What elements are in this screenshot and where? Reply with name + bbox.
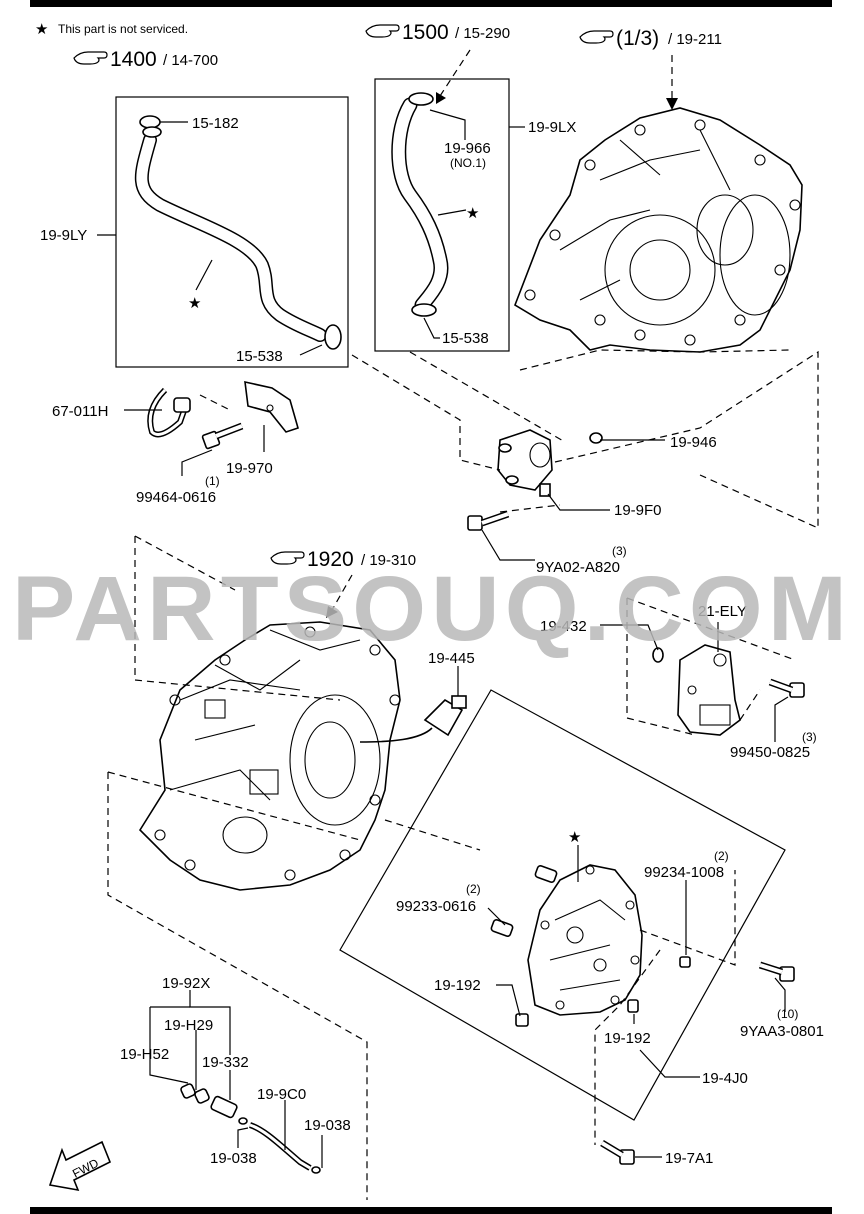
hose-19-9lx[interactable] bbox=[391, 92, 449, 317]
label-99233-qty: (2) bbox=[466, 882, 481, 896]
bottom-border bbox=[30, 1207, 832, 1214]
star-icon: ★ bbox=[188, 295, 201, 312]
label-19-9c0[interactable]: 19-9C0 bbox=[257, 1086, 306, 1103]
label-9ya02-a820[interactable]: 9YA02-A820 bbox=[536, 559, 620, 576]
ref-1400[interactable]: 1400 / 14-700 bbox=[73, 48, 218, 71]
o-ring-19-946[interactable] bbox=[589, 432, 603, 444]
ref-1500-main: 1500 bbox=[402, 21, 449, 44]
plug-19-192-left[interactable] bbox=[515, 1013, 529, 1027]
legend-text: This part is not serviced. bbox=[58, 22, 188, 36]
label-19-432[interactable]: 19-432 bbox=[540, 618, 587, 635]
bolt-9ya02-a820[interactable] bbox=[467, 510, 510, 531]
ref-1500[interactable]: 1500 / 15-290 bbox=[365, 21, 510, 44]
o-ring-19-432[interactable] bbox=[652, 647, 664, 663]
label-9ya02-qty: (3) bbox=[612, 544, 627, 558]
pointing-hand-icon bbox=[579, 30, 614, 44]
ref-1-3-sub: / 19-211 bbox=[668, 31, 722, 48]
plug-99234-1008[interactable] bbox=[679, 956, 691, 968]
filter-assembly-19-92x[interactable] bbox=[180, 1083, 321, 1174]
clip-67-011h[interactable] bbox=[147, 387, 191, 438]
label-67-011h[interactable]: 67-011H bbox=[52, 403, 108, 420]
label-99450-0825[interactable]: 99450-0825 bbox=[730, 744, 810, 761]
label-15-538-a[interactable]: 15-538 bbox=[236, 348, 283, 365]
bolt-19-7a1[interactable] bbox=[600, 1139, 635, 1165]
ref-1-3-main: (1/3) bbox=[616, 27, 659, 50]
ref-1920-sub: / 19-310 bbox=[361, 552, 416, 569]
group-box-19-9lx bbox=[374, 78, 510, 352]
label-19-9lx[interactable]: 19-9LX bbox=[528, 119, 576, 136]
label-19-332[interactable]: 19-332 bbox=[202, 1054, 249, 1071]
bolt-99450-0825[interactable] bbox=[768, 678, 805, 698]
fwd-arrow-icon: FWD bbox=[48, 1140, 112, 1192]
label-19-038-a[interactable]: 19-038 bbox=[304, 1117, 351, 1134]
star-icon: ★ bbox=[35, 21, 48, 38]
dowel-pin-99233-0616[interactable] bbox=[490, 864, 558, 938]
side-cover-19-4j0[interactable] bbox=[527, 864, 643, 1016]
solenoid-21-ely[interactable] bbox=[677, 644, 741, 736]
label-19-9f0[interactable]: 19-9F0 bbox=[614, 502, 662, 519]
label-99450-qty: (3) bbox=[802, 730, 817, 744]
pointing-hand-icon bbox=[73, 51, 108, 65]
ref-1500-sub: / 15-290 bbox=[455, 25, 510, 42]
ref-1400-main: 1400 bbox=[110, 48, 157, 71]
label-21-ely[interactable]: 21-ELY bbox=[698, 603, 747, 620]
label-99233-0616[interactable]: 99233-0616 bbox=[396, 898, 476, 915]
label-19-946[interactable]: 19-946 bbox=[670, 434, 717, 451]
group-box-19-4j0 bbox=[339, 689, 786, 1121]
pointing-hand-icon bbox=[365, 24, 400, 38]
label-19-92x[interactable]: 19-92X bbox=[162, 975, 210, 992]
transmission-case-lower[interactable] bbox=[138, 621, 401, 891]
label-19-7a1[interactable]: 19-7A1 bbox=[665, 1150, 713, 1167]
reference-arrows bbox=[326, 49, 678, 618]
group-box-19-9ly bbox=[115, 96, 349, 368]
label-19-h29[interactable]: 19-H29 bbox=[164, 1017, 213, 1034]
label-99234-qty: (2) bbox=[714, 849, 729, 863]
hose-19-9ly[interactable] bbox=[134, 115, 342, 350]
plug-19-192-right[interactable] bbox=[627, 999, 639, 1013]
bolt-9yaa3-0801[interactable] bbox=[758, 961, 795, 982]
label-15-538-b[interactable]: 15-538 bbox=[442, 330, 489, 347]
transmission-case-upper[interactable] bbox=[514, 107, 803, 353]
label-19-9ly[interactable]: 19-9LY bbox=[40, 227, 87, 244]
label-19-970[interactable]: 19-970 bbox=[226, 460, 273, 477]
top-border bbox=[30, 0, 832, 7]
label-19-966[interactable]: 19-966 bbox=[444, 140, 491, 157]
label-19-192-b[interactable]: 19-192 bbox=[604, 1030, 651, 1047]
label-9yaa3-qty: (10) bbox=[777, 1007, 798, 1021]
watermark: PARTSOUQ.COM bbox=[12, 558, 852, 660]
legend: ★ This part is not serviced. bbox=[35, 21, 188, 38]
label-99234-1008[interactable]: 99234-1008 bbox=[644, 864, 724, 881]
label-19-h52[interactable]: 19-H52 bbox=[120, 1046, 169, 1063]
oil-cooler-19-9f0[interactable] bbox=[497, 429, 553, 497]
ref-1400-sub: / 14-700 bbox=[163, 52, 218, 69]
label-99464-qty: (1) bbox=[205, 474, 220, 488]
assembly-guide-lines bbox=[107, 349, 819, 1200]
label-19-966-note: (NO.1) bbox=[450, 156, 486, 170]
bolt-99464-0616[interactable] bbox=[201, 422, 244, 450]
label-19-192-a[interactable]: 19-192 bbox=[434, 977, 481, 994]
label-19-038-b[interactable]: 19-038 bbox=[210, 1150, 257, 1167]
pointing-hand-icon bbox=[270, 551, 305, 565]
part-labels: 15-182 19-9LY 15-538 19-966 (NO.1) 19-9L… bbox=[40, 115, 824, 1167]
label-19-4j0[interactable]: 19-4J0 bbox=[702, 1070, 748, 1087]
sensor-19-445[interactable] bbox=[359, 695, 467, 743]
label-9yaa3-0801[interactable]: 9YAA3-0801 bbox=[740, 1023, 824, 1040]
label-99464-0616[interactable]: 99464-0616 bbox=[136, 489, 216, 506]
label-15-182[interactable]: 15-182 bbox=[192, 115, 239, 132]
bracket-19-970[interactable] bbox=[244, 380, 299, 433]
star-icon: ★ bbox=[568, 829, 581, 846]
ref-1-3[interactable]: (1/3) / 19-211 bbox=[579, 27, 722, 50]
label-19-445[interactable]: 19-445 bbox=[428, 650, 475, 667]
leader-lines bbox=[97, 109, 789, 1168]
ref-1920-main: 1920 bbox=[307, 548, 354, 571]
star-icon: ★ bbox=[466, 205, 479, 222]
ref-1920[interactable]: 1920 / 19-310 bbox=[270, 548, 416, 571]
